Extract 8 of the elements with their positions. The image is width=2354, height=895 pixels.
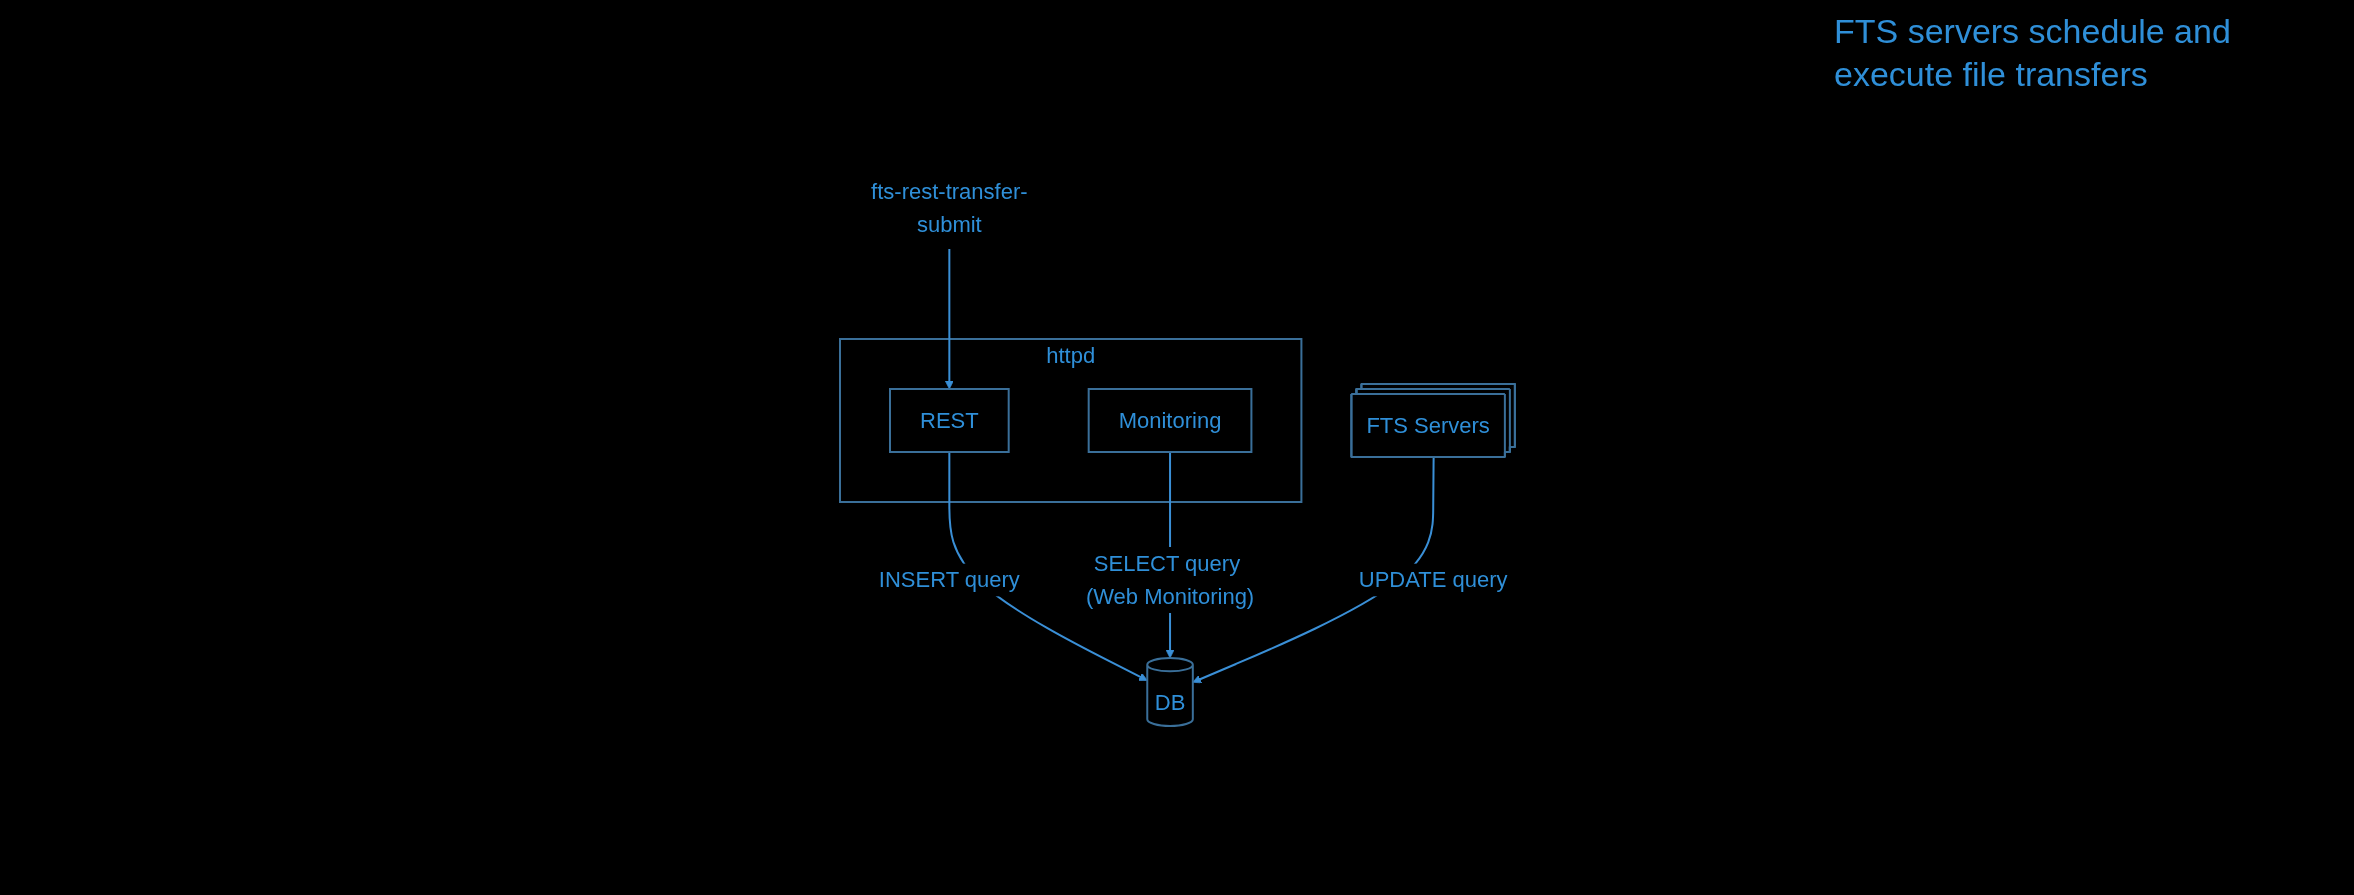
edge-label: UPDATE query [1358, 567, 1508, 593]
arrow [944, 248, 954, 390]
note-text: FTS servers schedule and execute file transfers [1834, 11, 2232, 95]
edge-label: INSERT query [878, 567, 1020, 593]
node-box: REST [888, 388, 1010, 454]
node-text: fts-rest-transfer-submit [870, 179, 1028, 238]
node-box: Monitoring [1087, 388, 1252, 454]
edge-label: SELECT query (Web Monitoring) [1085, 551, 1254, 610]
